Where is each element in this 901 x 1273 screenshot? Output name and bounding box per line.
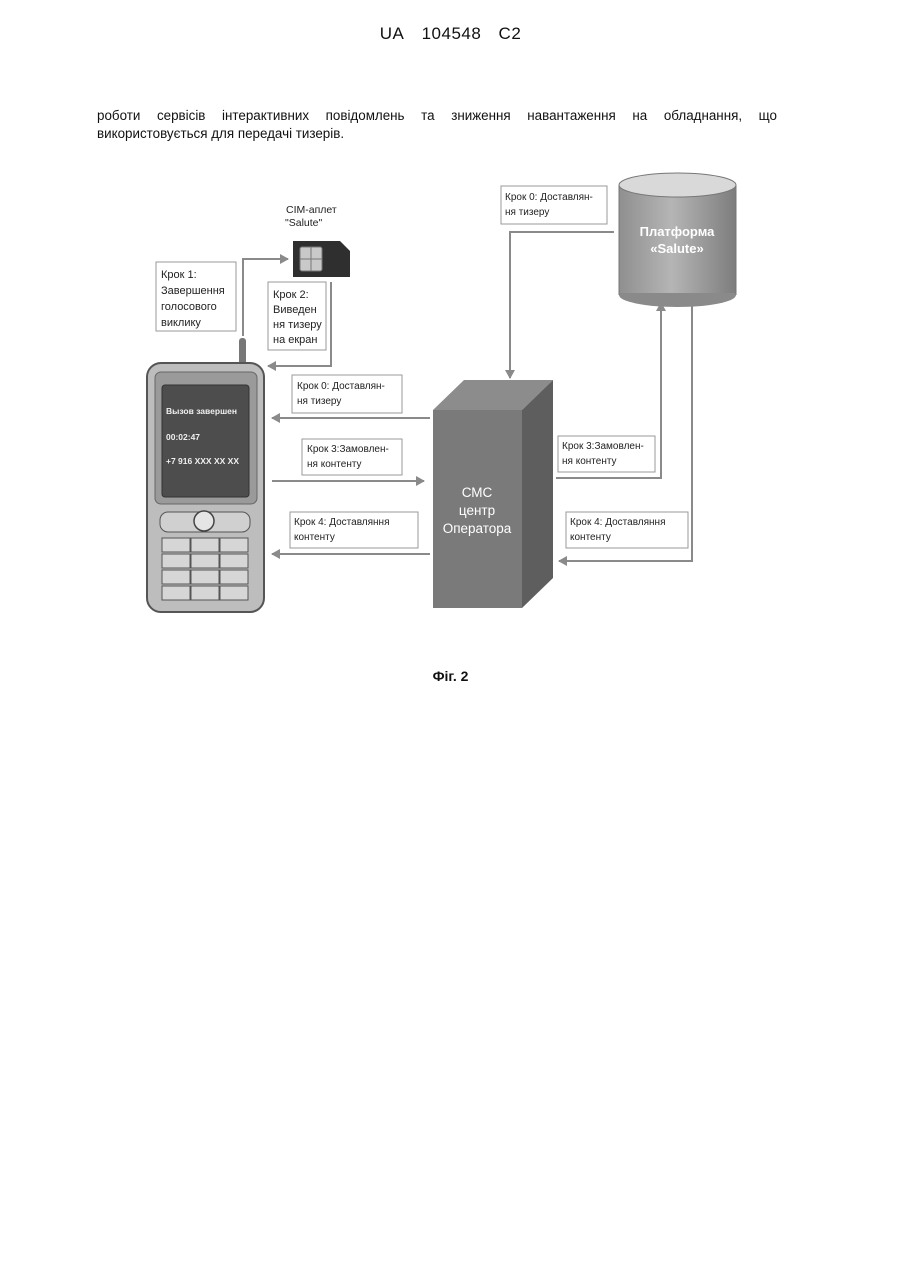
platform-salute: Платформа «Salute» <box>619 173 736 307</box>
sms-center-label-1: СМС <box>462 485 493 500</box>
svg-text:Крок 0: Доставлян-: Крок 0: Доставлян- <box>297 381 385 392</box>
svg-text:Крок 4: Доставляння: Крок 4: Доставляння <box>294 517 390 528</box>
label-step3-right: Крок 3:Замовлен- ня контенту <box>558 436 655 472</box>
svg-text:голосового: голосового <box>161 301 217 313</box>
body-paragraph: роботи сервісів інтерактивних повідомлен… <box>97 107 777 143</box>
label-step1: Крок 1: Завершення голосового виклику <box>156 262 236 331</box>
svg-text:Крок 1:: Крок 1: <box>161 269 197 281</box>
mobile-phone: Вызов завершен 00:02:47 +7 916 XXX XX XX <box>147 338 264 612</box>
svg-text:ня тизеру: ня тизеру <box>297 396 341 407</box>
figure-caption: Фіг. 2 <box>0 668 901 684</box>
svg-text:Завершення: Завершення <box>161 285 225 297</box>
sim-label-2: "Salute" <box>285 217 322 229</box>
patent-kind: C2 <box>499 24 522 43</box>
phone-nav-button <box>194 511 214 531</box>
svg-text:Крок 4: Доставляння: Крок 4: Доставляння <box>570 517 666 528</box>
label-step4-left: Крок 4: Доставляння контенту <box>290 512 418 548</box>
label-step2: Крок 2: Виведен ня тизеру на екран <box>268 282 326 350</box>
phone-screen-line-1: Вызов завершен <box>166 406 237 416</box>
label-step0-left: Крок 0: Доставлян- ня тизеру <box>292 375 402 413</box>
label-step4-right: Крок 4: Доставляння контенту <box>566 512 688 548</box>
platform-label-2: «Salute» <box>650 241 703 256</box>
figure-diagram: Вызов завершен 00:02:47 +7 916 XXX XX XX… <box>0 160 901 650</box>
svg-text:Крок 3:Замовлен-: Крок 3:Замовлен- <box>307 444 389 455</box>
svg-text:ня контенту: ня контенту <box>307 459 362 470</box>
svg-text:Крок 0: Доставлян-: Крок 0: Доставлян- <box>505 192 593 203</box>
sim-label-1: CIM-аплет <box>286 204 337 216</box>
svg-text:Крок 2:: Крок 2: <box>273 289 309 301</box>
sms-center: СМС центр Оператора <box>433 380 553 608</box>
patent-number: 104548 <box>422 24 482 43</box>
sms-center-label-2: центр <box>459 503 495 518</box>
sim-card <box>293 241 350 277</box>
svg-text:ня тизеру: ня тизеру <box>505 207 549 218</box>
svg-text:виклику: виклику <box>161 317 201 329</box>
svg-text:контенту: контенту <box>294 532 335 543</box>
label-step3-left: Крок 3:Замовлен- ня контенту <box>302 439 402 475</box>
label-step0-top: Крок 0: Доставлян- ня тизеру <box>501 186 607 224</box>
phone-screen-line-2: 00:02:47 <box>166 432 200 442</box>
svg-text:Крок 3:Замовлен-: Крок 3:Замовлен- <box>562 441 644 452</box>
paragraph-line-1: роботи сервісів інтерактивних повідомлен… <box>97 107 777 125</box>
platform-label-1: Платформа <box>640 224 716 239</box>
svg-text:ня контенту: ня контенту <box>562 456 617 467</box>
patent-country: UA <box>380 24 405 43</box>
svg-text:Виведен: Виведен <box>273 304 317 316</box>
svg-text:ня тизеру: ня тизеру <box>273 319 322 331</box>
sms-center-label-3: Оператора <box>443 521 512 536</box>
svg-text:контенту: контенту <box>570 532 611 543</box>
paragraph-line-2: використовується для передачі тизерів. <box>97 125 777 143</box>
arrow-step0-top <box>510 232 614 378</box>
svg-text:на екран: на екран <box>273 334 318 346</box>
patent-header: UA 104548 C2 <box>0 24 901 44</box>
phone-screen-line-3: +7 916 XXX XX XX <box>166 456 239 466</box>
